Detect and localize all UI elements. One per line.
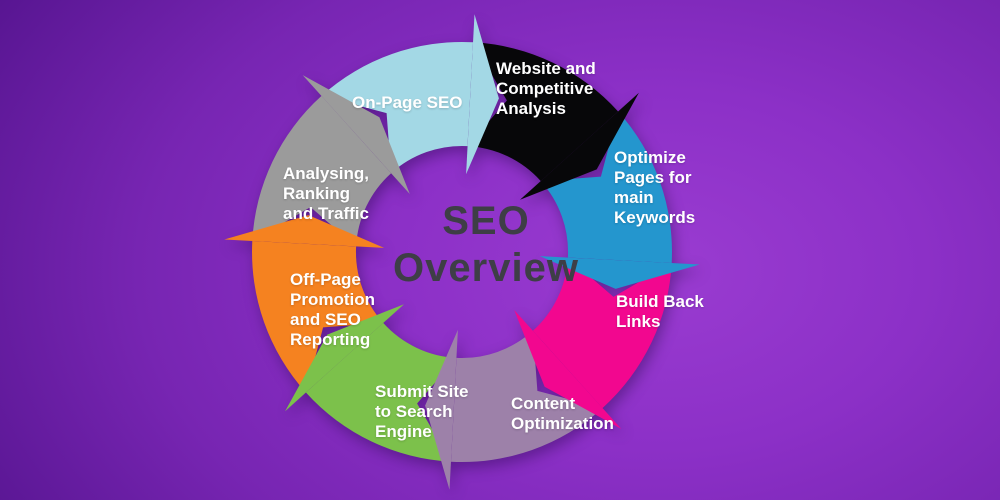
arrow-body-build-back-links [532, 257, 672, 409]
arrow-body-analysing-ranking-traffic [252, 95, 392, 247]
segment-label-analysing-ranking-traffic: Analysing, Ranking and Traffic [283, 164, 369, 223]
segment-label-website-competitive-analysis: Website and Competitive Analysis [496, 59, 596, 118]
segment-label-on-page-seo: On-Page SEO [352, 93, 463, 112]
arrow-body-content-optimization [451, 330, 603, 462]
diagram-title: SEO Overview [340, 198, 632, 292]
arrow-head-off-page-promotion-reporting [224, 215, 385, 248]
diagram-title-line1: SEO [442, 199, 530, 243]
segment-label-build-back-links: Build Back Links [616, 292, 704, 331]
segment-label-off-page-promotion-reporting: Off-Page Promotion and SEO Reporting [290, 270, 375, 349]
arrow-body-on-page-seo [321, 42, 473, 174]
arrow-head-content-optimization [425, 329, 458, 490]
arrow-body-off-page-promotion-reporting [252, 241, 384, 393]
arrow-body-optimize-pages-main-keywords [540, 111, 672, 263]
diagram-title-line2: Overview [393, 246, 579, 290]
arrow-head-on-page-seo [466, 14, 499, 175]
segment-label-optimize-pages-main-keywords: Optimize Pages for main Keywords [614, 148, 696, 227]
arrow-head-submit-site-search-engine [285, 304, 404, 412]
arrow-body-website-competitive-analysis [467, 42, 619, 182]
segment-label-submit-site-search-engine: Submit Site to Search Engine [375, 382, 469, 441]
arrow-head-optimize-pages-main-keywords [539, 256, 700, 289]
arrow-head-website-competitive-analysis [520, 92, 639, 200]
segment-label-content-optimization: Content Optimization [511, 394, 614, 433]
arrow-head-build-back-links [514, 310, 622, 429]
arrow-body-submit-site-search-engine [305, 322, 457, 462]
arrow-head-analysing-ranking-traffic [302, 75, 410, 194]
